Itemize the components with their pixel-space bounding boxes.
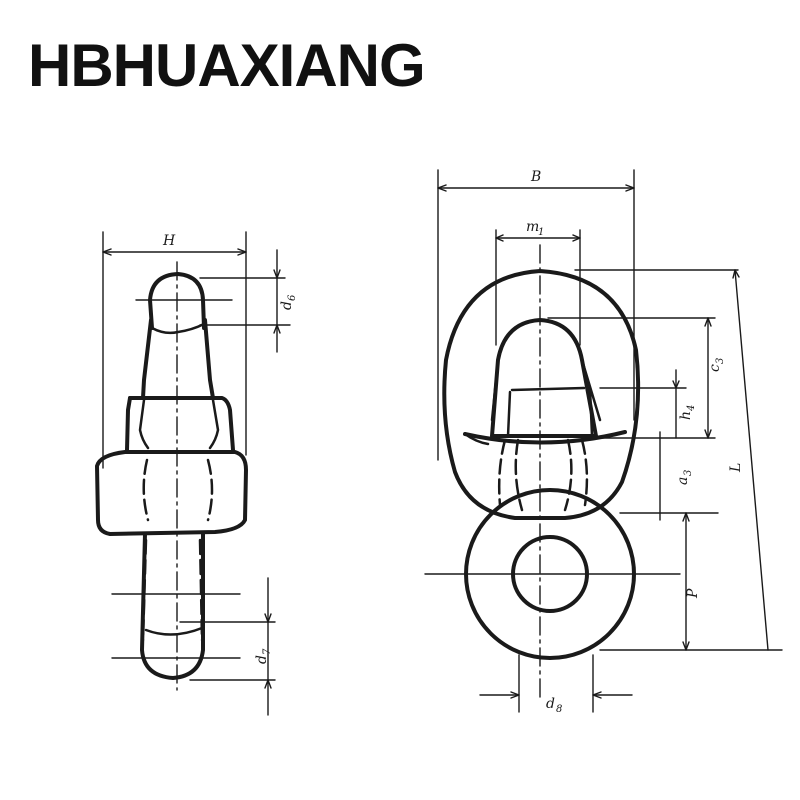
label-d6-sub: 6 bbox=[287, 294, 298, 301]
label-h4-sub: 4 bbox=[686, 405, 697, 412]
label-B: B bbox=[530, 169, 541, 185]
brand-logo-text: HBHUAXIANG bbox=[28, 32, 426, 99]
label-c3: c bbox=[707, 364, 723, 372]
label-m1-sub: 1 bbox=[538, 227, 544, 238]
swivel-pin-drawing: H d 6 d 7 bbox=[95, 231, 298, 716]
label-L: L bbox=[728, 463, 744, 473]
label-H: H bbox=[162, 233, 176, 249]
swivel-link-drawing: B m 1 c 3 h 4 a 3 L P d 8 bbox=[424, 169, 783, 715]
label-d8-sub: 8 bbox=[556, 704, 562, 715]
label-d7-sub: 7 bbox=[262, 648, 273, 655]
label-d7: d bbox=[254, 655, 270, 664]
label-d8: d bbox=[546, 696, 555, 712]
label-d6: d bbox=[279, 301, 295, 310]
label-P: P bbox=[685, 588, 701, 599]
label-m1: m bbox=[526, 219, 539, 235]
label-a3: a bbox=[675, 477, 691, 485]
label-a3-sub: 3 bbox=[683, 470, 694, 476]
label-c3-sub: 3 bbox=[715, 358, 726, 364]
label-h4: h bbox=[678, 411, 694, 420]
